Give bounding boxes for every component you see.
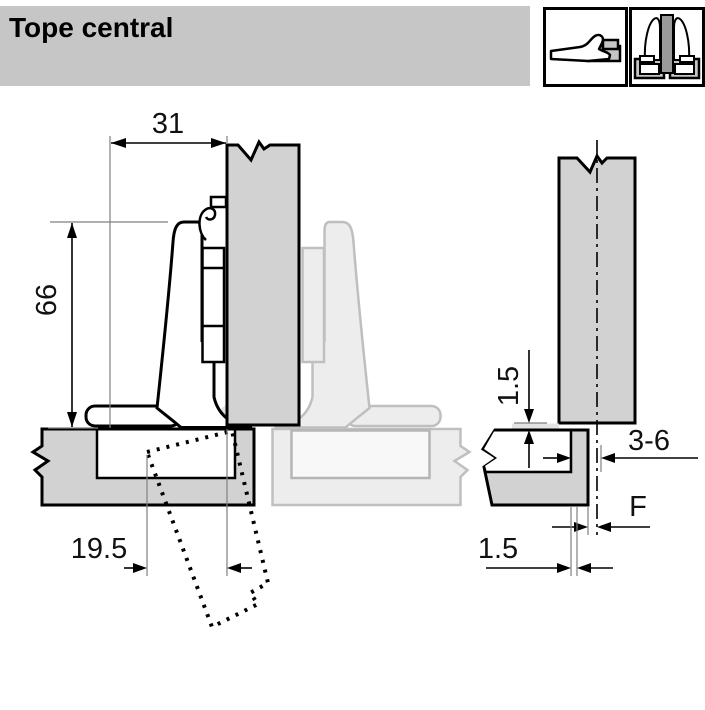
dimension-31: 31 xyxy=(109,108,228,428)
central-stop-twin-hinge-icon-art xyxy=(633,14,701,80)
cup-hole-edge xyxy=(486,430,573,474)
page-title: Tope central xyxy=(9,12,174,43)
hinge-side-view-icon xyxy=(543,7,628,87)
door-end-detail xyxy=(480,428,590,507)
dimension-edge-1-5: 1.5 xyxy=(478,507,613,576)
dim-3-6-label: 3-6 xyxy=(628,425,670,457)
door-cross-section xyxy=(30,427,256,507)
dimension-19-5: 19.5 xyxy=(71,429,252,576)
dimension-gap-1-5: 1.5 xyxy=(493,350,547,468)
cup-hole xyxy=(95,429,237,480)
arm-clip-hook xyxy=(198,206,217,241)
ghost-mirrored-hinge-and-door xyxy=(271,220,472,507)
dimension-66: 66 xyxy=(31,221,168,429)
dim-66-label: 66 xyxy=(31,284,63,316)
arm-clip-nub xyxy=(209,195,228,209)
dim-gap-1-5-label: 1.5 xyxy=(493,366,525,406)
dim-19-5-label: 19.5 xyxy=(71,533,127,565)
hinge-side-view-icon-art xyxy=(549,33,622,63)
dim-f-label: F xyxy=(629,491,647,523)
central-stop-twin-hinge-icon xyxy=(629,7,705,87)
mounting-plate xyxy=(201,246,226,364)
dim-31-label: 31 xyxy=(152,108,184,140)
gap-strip xyxy=(512,423,559,430)
dimension-3-6: 3-6 xyxy=(543,425,698,472)
section-header: Tope central xyxy=(0,6,530,86)
technical-drawing: 31 66 19.5 1.5 xyxy=(30,108,698,629)
dim-edge-1-5-label: 1.5 xyxy=(478,533,518,565)
central-panel xyxy=(225,138,301,427)
